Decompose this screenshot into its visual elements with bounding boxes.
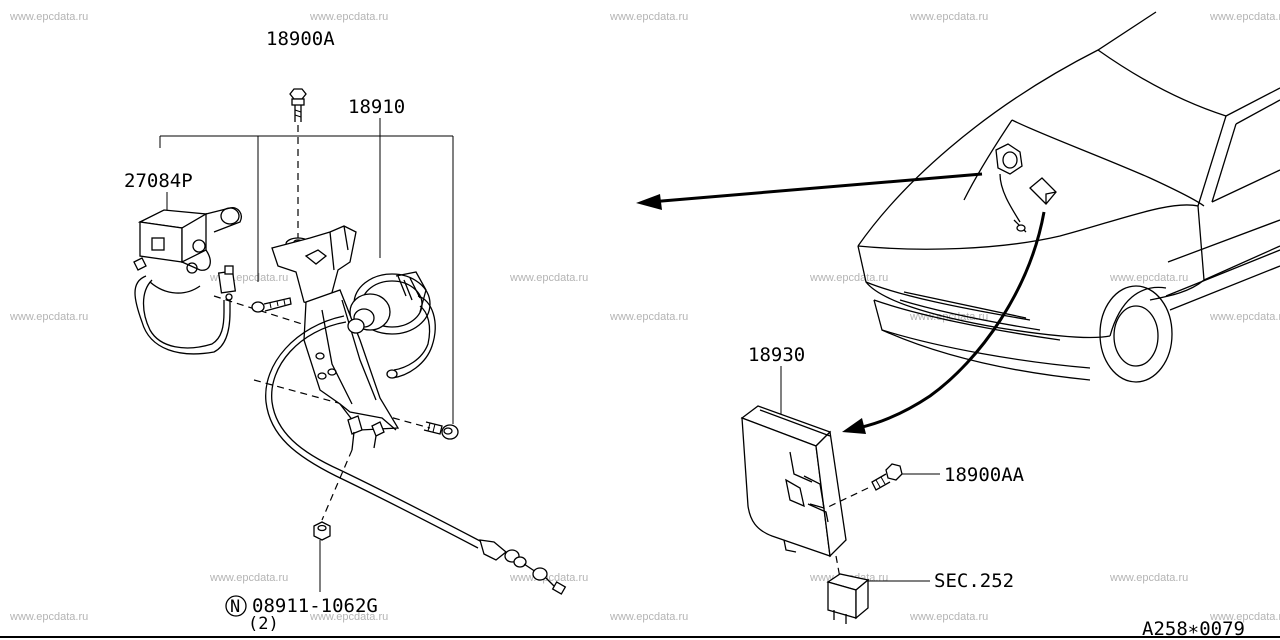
- watermark: www.epcdata.ru: [1110, 572, 1189, 584]
- location-arrow: [842, 211, 1046, 434]
- car-outline: [857, 11, 1280, 383]
- label-18910: 18910: [348, 96, 405, 118]
- label-18900A: 18900A: [266, 28, 335, 50]
- leader-dashed: [321, 449, 353, 521]
- bolt: [251, 297, 292, 313]
- diagram-code: A258∗0079: [1142, 618, 1245, 640]
- watermark: www.epcdata.ru: [1210, 11, 1280, 23]
- bolt-18900AA: [825, 463, 940, 509]
- watermark: www.epcdata.ru: [1110, 272, 1189, 284]
- watermark: www.epcdata.ru: [310, 11, 389, 23]
- leader-bracket: [159, 118, 454, 424]
- watermark: www.epcdata.ru: [510, 572, 589, 584]
- watermark: www.epcdata.ru: [910, 11, 989, 23]
- watermark: www.epcdata.ru: [10, 611, 89, 623]
- watermark: www.epcdata.ru: [1210, 611, 1280, 623]
- watermark: www.epcdata.ru: [210, 572, 289, 584]
- label-18900AA: 18900AA: [944, 464, 1025, 486]
- leader-dashed: [253, 379, 431, 429]
- n-circle-icon: [225, 595, 247, 617]
- watermark: www.epcdata.ru: [610, 311, 689, 323]
- label-qty: (2): [248, 614, 279, 634]
- label-18930: 18930: [748, 344, 805, 366]
- control-cable: [265, 315, 567, 595]
- watermark: www.epcdata.ru: [810, 272, 889, 284]
- watermark: www.epcdata.ru: [10, 311, 89, 323]
- label-sec-252: SEC.252: [934, 570, 1014, 592]
- label-27084P: 27084P: [124, 170, 193, 192]
- bolt: [423, 421, 459, 440]
- nut-symbol: N: [230, 597, 240, 617]
- watermark: www.epcdata.ru: [310, 611, 389, 623]
- nut-08911-1062G: [313, 521, 331, 592]
- label-08911-1062G: 08911-1062G: [252, 595, 378, 617]
- watermark: www.epcdata.ru: [910, 311, 989, 323]
- control-unit-18930: [740, 405, 847, 558]
- watermark: www.epcdata.ru: [910, 611, 989, 623]
- pump-unit-27084P: [133, 207, 242, 355]
- bolt-18900A: [289, 88, 307, 122]
- watermark: www.epcdata.ru: [1210, 311, 1280, 323]
- watermark: www.epcdata.ru: [610, 611, 689, 623]
- location-arrow: [636, 172, 983, 210]
- bottom-rule: [0, 636, 1280, 638]
- watermark: www.epcdata.ru: [510, 272, 589, 284]
- nut-callout: N 08911-1062G (2): [225, 595, 378, 634]
- watermark: www.epcdata.ru: [10, 11, 89, 23]
- actuator-unit-18910: [271, 225, 436, 451]
- watermark: www.epcdata.ru: [610, 11, 689, 23]
- relay: [826, 573, 930, 624]
